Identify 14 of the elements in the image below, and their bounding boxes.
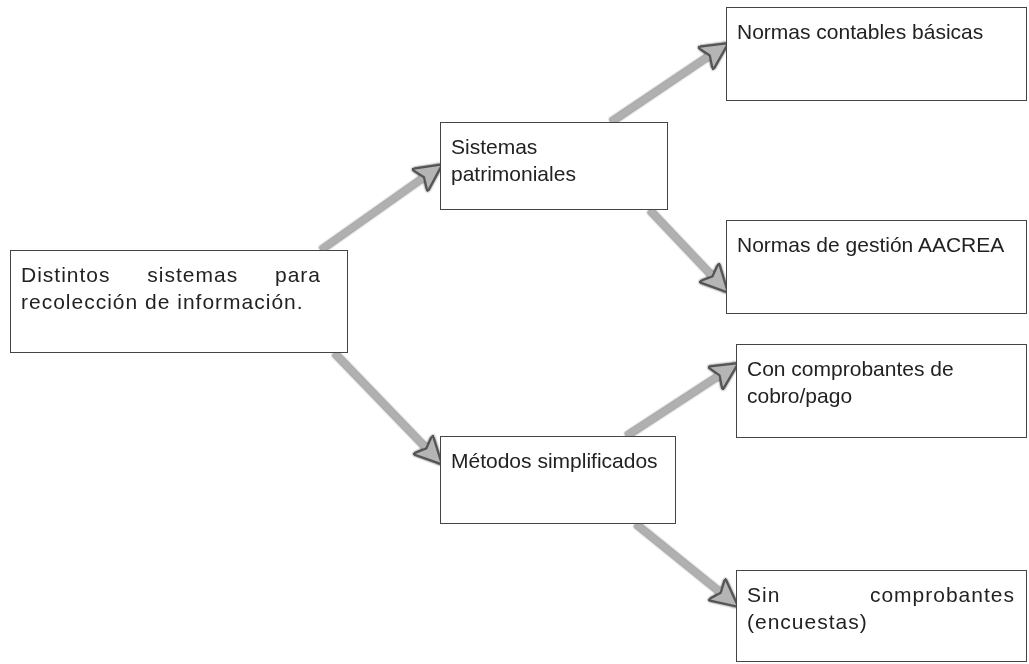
box-text: Normas contables básicas [737, 19, 985, 45]
box-text: Distintos sistemas para recolección de información. [21, 262, 321, 316]
text-box [440, 122, 668, 210]
box-text: Métodos simplificados [451, 448, 659, 474]
box-text: Sin comprobantes (encuestas) [747, 582, 1015, 636]
box-text: Con comprobantes de cobro/pago [747, 356, 955, 410]
text-box [726, 7, 1027, 101]
box-text: Normas de gestión AACREA [737, 232, 1006, 258]
text-box [440, 436, 676, 524]
text-box [726, 220, 1027, 314]
text-box [736, 344, 1027, 438]
text-box [10, 250, 348, 353]
box-text: Sistemas patrimoniales [451, 134, 577, 188]
text-box [736, 570, 1027, 662]
